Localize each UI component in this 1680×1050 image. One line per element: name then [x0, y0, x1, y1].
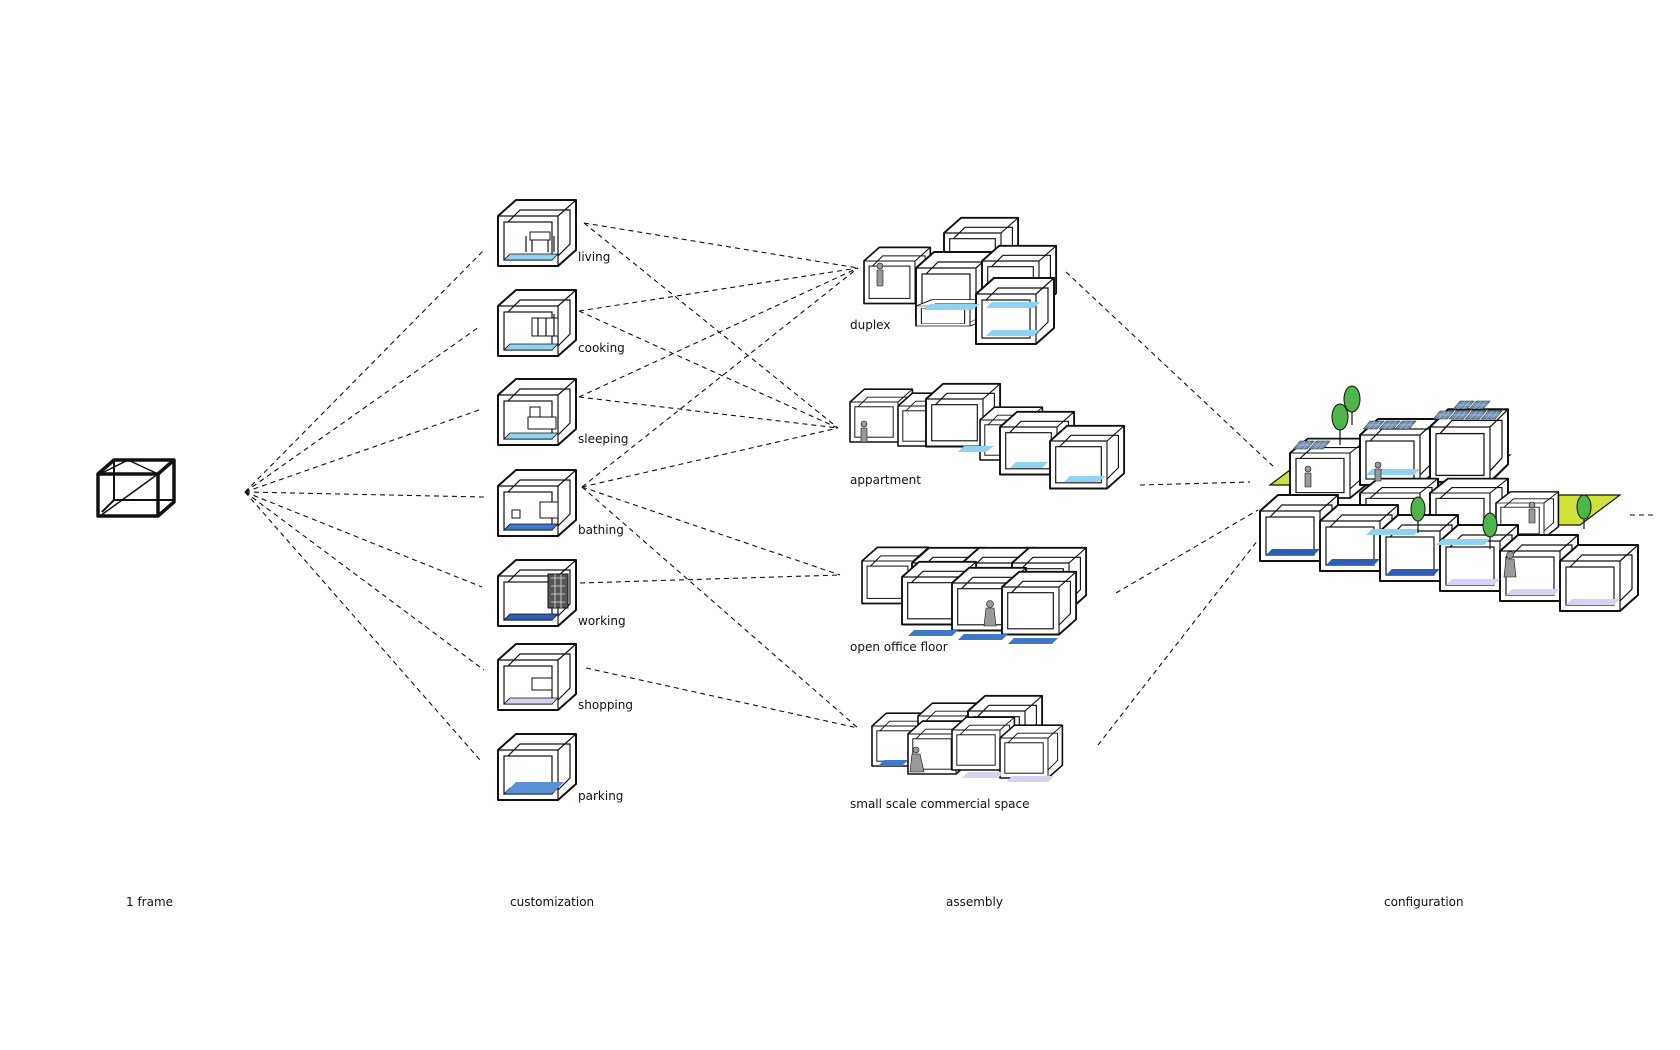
- label-shopping: shopping: [578, 698, 633, 712]
- single-frame-icon: [96, 458, 176, 518]
- label-sleeping: sleeping: [578, 432, 629, 446]
- module-sleeping: [497, 378, 577, 446]
- stage-labels: 1 frame customization assembly configura…: [126, 895, 1464, 909]
- stage-label-configuration: configuration: [1384, 895, 1464, 909]
- label-working: working: [578, 614, 626, 628]
- label-open-office: open office floor: [850, 640, 948, 654]
- stage-label-assembly: assembly: [946, 895, 1003, 909]
- label-living: living: [578, 250, 610, 264]
- module-working: [497, 559, 577, 627]
- module-cooking: [497, 289, 577, 357]
- stage-label-frame: 1 frame: [126, 895, 173, 909]
- module-labels: living cooking sleeping bathing working …: [578, 250, 633, 803]
- module-bathing: [497, 469, 577, 537]
- module-parking: [497, 733, 577, 801]
- assembly-duplex: [863, 216, 1058, 345]
- label-commercial: small scale commercial space: [850, 797, 1030, 811]
- assembly-apartment: [849, 382, 1126, 490]
- connector-lines: [244, 222, 1656, 761]
- assembly-labels: duplex appartment open office floor smal…: [850, 318, 1030, 811]
- configuration-building: [1259, 385, 1639, 612]
- label-apartment: appartment: [850, 473, 921, 487]
- stage-label-customization: customization: [510, 895, 594, 909]
- module-living: [497, 199, 577, 267]
- label-duplex: duplex: [850, 318, 890, 332]
- module-shopping: [497, 643, 577, 711]
- assembly-open-office: [861, 546, 1088, 644]
- tree-icon: [1331, 385, 1592, 549]
- label-parking: parking: [578, 789, 623, 803]
- label-cooking: cooking: [578, 341, 625, 355]
- label-bathing: bathing: [578, 523, 624, 537]
- assembly-commercial: [871, 694, 1064, 782]
